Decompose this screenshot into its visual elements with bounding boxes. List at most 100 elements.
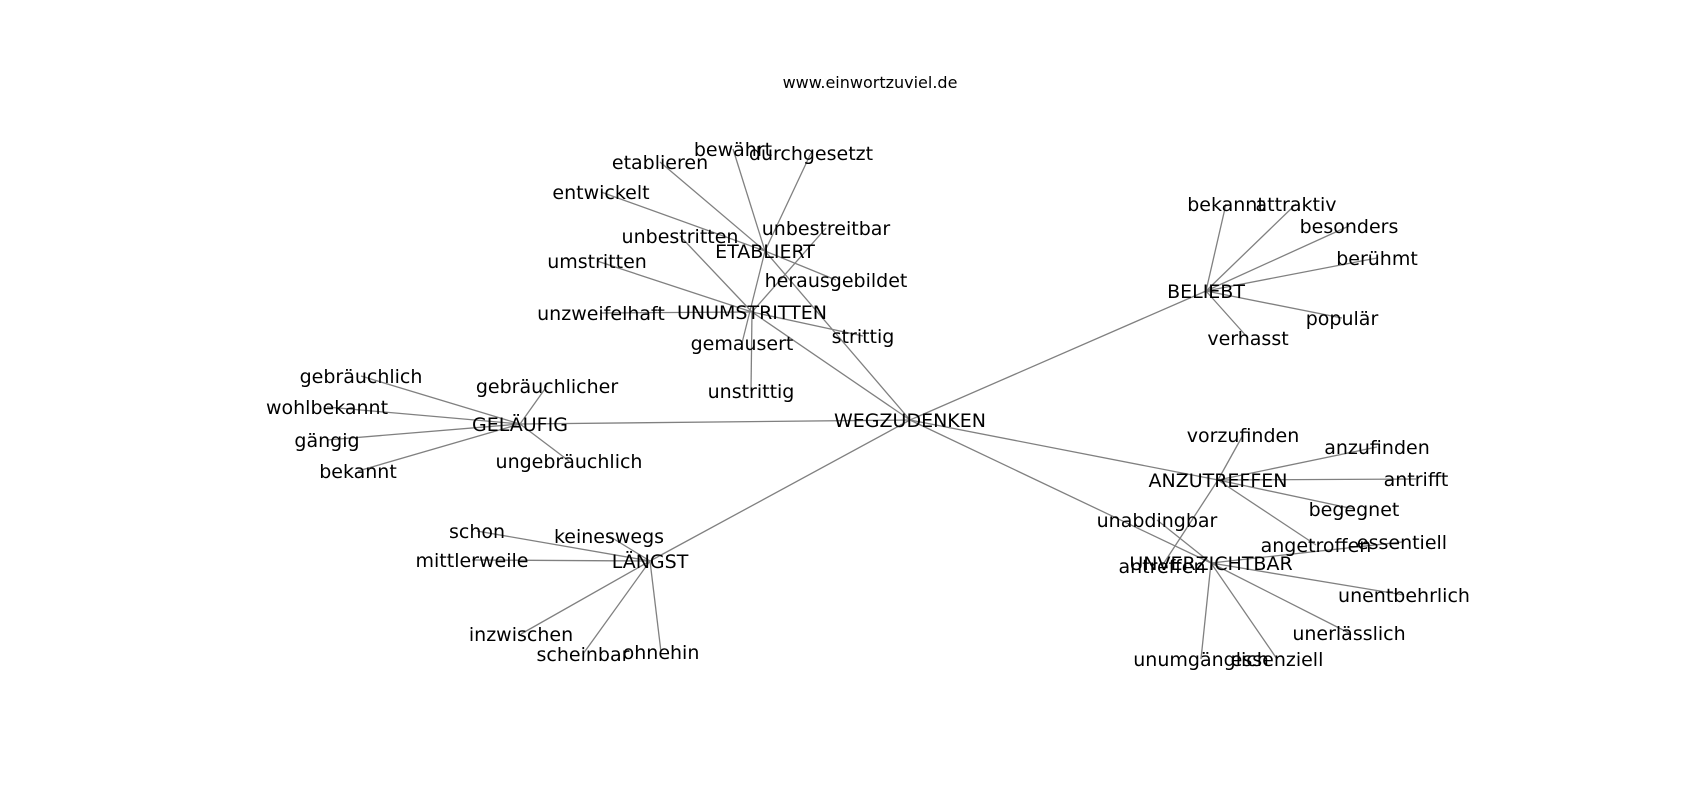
hub-node-etabliert: ETABLIERT (715, 241, 815, 263)
word-node-begegnet: begegnet (1309, 499, 1400, 521)
edge-etabliert-herausgebildet (764, 250, 837, 281)
word-node-scheinbar: scheinbar (537, 644, 630, 666)
edge-anzutreffen-anzufinden (1217, 446, 1378, 481)
word-node-gebraeuchlich: gebräuchlich (300, 366, 423, 388)
edge-beliebt-verhasst (1205, 290, 1249, 339)
edge-anzutreffen-begegnet (1217, 479, 1355, 510)
edge-unumstritten-unbestreitbar (751, 227, 827, 313)
edge-etabliert-durchgesetzt (764, 152, 812, 252)
source-caption: www.einwortzuviel.de (783, 73, 958, 92)
word-node-keineswegs: keineswegs (554, 526, 664, 548)
edge-laengst-ohnehin (649, 560, 662, 653)
edge-gelaeufig-gebraeuchlich (360, 375, 521, 425)
hub-node-wegzudenken: WEGZUDENKEN (834, 410, 986, 432)
word-node-antrifft: antrifft (1384, 469, 1449, 491)
edge-anzutreffen-antreffen (1161, 479, 1219, 567)
edge-unverzichtbar-essentiell (1210, 541, 1403, 564)
word-node-inzwischen: inzwischen (469, 624, 573, 646)
hub-node-laengst: LÄNGST (612, 550, 689, 573)
word-node-mittlerweile: mittlerweile (416, 550, 529, 572)
edge-unverzichtbar-unabdingbar (1156, 519, 1212, 564)
word-node-strittig: strittig (832, 326, 895, 348)
edge-wegzudenken-gelaeufig (519, 419, 911, 425)
hub-node-beliebt: BELIEBT (1167, 281, 1245, 303)
word-node-bewaehrt: bewährt (694, 139, 772, 161)
word-node-unumgaenglich: unumgänglich (1133, 649, 1269, 671)
edge-anzutreffen-antrifft (1217, 478, 1417, 481)
edge-wegzudenken-anzutreffen (909, 419, 1219, 481)
word-node-schon: schon (449, 521, 505, 543)
word-node-populaer: populär (1306, 308, 1379, 330)
word-node-besonders: besonders (1300, 216, 1399, 238)
hub-node-unumstritten: UNUMSTRITTEN (677, 302, 827, 324)
edge-wegzudenken-beliebt (909, 290, 1207, 421)
edge-wegzudenken-etabliert (764, 250, 911, 421)
edge-wegzudenken-unumstritten (751, 311, 911, 421)
edge-laengst-mittlerweile (471, 559, 651, 562)
word-node-unbestritten: unbestritten (622, 226, 739, 248)
edge-gelaeufig-ungebraeuchlich (519, 423, 570, 462)
word-node-attraktiv: attraktiv (1256, 194, 1337, 216)
word-node-wohlbekannt: wohlbekannt (266, 397, 388, 419)
word-node-gebraeuchlicher: gebräuchlicher (476, 376, 619, 398)
edge-laengst-scheinbar (582, 560, 651, 655)
word-node-verhasst: verhasst (1207, 328, 1288, 350)
edge-etabliert-entwickelt (600, 191, 766, 252)
word-node-unzweifelhaft: unzweifelhaft (537, 303, 665, 325)
word-node-vorzufinden: vorzufinden (1187, 425, 1300, 447)
edge-laengst-inzwischen (520, 560, 651, 635)
edge-unumstritten-unzweifelhaft (600, 311, 753, 314)
edge-etabliert-etablieren (659, 161, 766, 252)
edge-etabliert-bewaehrt (732, 148, 766, 252)
edge-wegzudenken-laengst (649, 419, 911, 562)
edge-laengst-keineswegs (608, 535, 651, 562)
word-node-unabdingbar: unabdingbar (1097, 510, 1218, 532)
word-node-etablieren: etablieren (612, 152, 708, 174)
node-layer: WEGZUDENKEN UNUMSTRITTEN ETABLIERT GELÄUFIG… (266, 139, 1470, 671)
edge-anzutreffen-angetroffen (1217, 479, 1317, 546)
word-node-essenziell: essenziell (1231, 649, 1324, 671)
edge-gelaeufig-gebraeuchlicher (519, 385, 548, 425)
edge-beliebt-besonders (1205, 225, 1350, 292)
hub-node-unverzichtbar: UNVERZICHTBAR (1129, 553, 1292, 575)
hub-node-gelaeufig: GELÄUFIG (472, 413, 568, 436)
edge-unumstritten-unstrittig (750, 311, 753, 392)
edge-unumstritten-unbestritten (679, 235, 753, 313)
edge-etabliert-gemausert (741, 250, 766, 344)
edge-gelaeufig-bekannt-g (357, 423, 521, 472)
word-node-anzufinden: anzufinden (1324, 437, 1430, 459)
edge-gelaeufig-wohlbekannt (326, 406, 521, 425)
word-node-gemausert: gemausert (691, 333, 794, 355)
word-node-ohnehin: ohnehin (623, 642, 700, 664)
word-node-bekannt-g: bekannt (319, 461, 397, 483)
word-node-bekannt-b: bekannt (1187, 194, 1265, 216)
edge-layer (326, 148, 1417, 660)
edge-unverzichtbar-unumgaenglich (1200, 562, 1212, 660)
edge-laengst-schon (476, 530, 651, 562)
edge-beliebt-attraktiv (1205, 203, 1297, 292)
hub-node-anzutreffen: ANZUTREFFEN (1148, 470, 1287, 492)
edge-unverzichtbar-unentbehrlich (1210, 562, 1405, 596)
edge-gelaeufig-gaengig (326, 423, 521, 441)
edge-beliebt-bekannt-b (1205, 203, 1227, 292)
word-node-gaengig: gängig (294, 430, 359, 452)
word-node-ungebraeuchlich: ungebräuchlich (496, 451, 643, 473)
word-node-umstritten: umstritten (547, 251, 647, 273)
edge-anzutreffen-vorzufinden (1217, 434, 1244, 481)
word-node-angetroffen: angetroffen (1261, 535, 1372, 557)
edge-wegzudenken-unverzichtbar (909, 419, 1212, 564)
edge-unumstritten-umstritten (596, 260, 753, 313)
word-node-entwickelt: entwickelt (552, 182, 649, 204)
edge-unverzichtbar-unerlaesslich (1210, 562, 1350, 634)
word-node-durchgesetzt: durchgesetzt (749, 143, 873, 165)
word-node-essentiell: essentiell (1357, 532, 1447, 554)
word-node-unstrittig: unstrittig (708, 381, 795, 403)
edge-unverzichtbar-essenziell (1210, 562, 1278, 660)
word-node-unerlaesslich: unerlässlich (1292, 623, 1405, 645)
word-node-unentbehrlich: unentbehrlich (1338, 585, 1470, 607)
word-node-unbestreitbar: unbestreitbar (762, 218, 891, 240)
word-node-beruehmt: berühmt (1336, 248, 1418, 270)
edge-unumstritten-strittig (751, 311, 864, 337)
word-node-herausgebildet: herausgebildet (765, 270, 908, 292)
